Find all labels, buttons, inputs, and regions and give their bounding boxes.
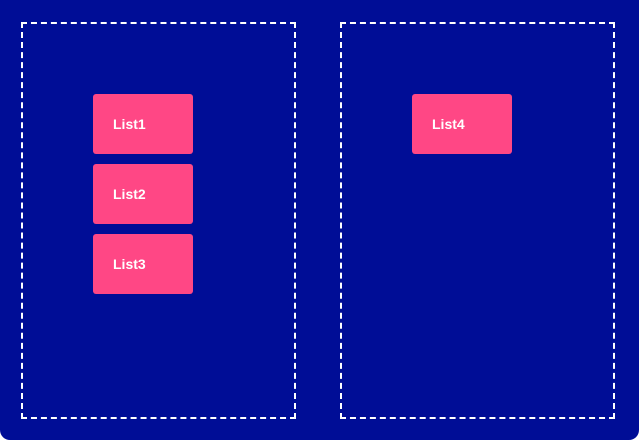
list-card-label: List2 xyxy=(113,186,146,202)
list-card-list1[interactable]: List1 xyxy=(93,94,193,154)
list-card-label: List1 xyxy=(113,116,146,132)
list-card-list2[interactable]: List2 xyxy=(93,164,193,224)
drop-zone-left[interactable] xyxy=(21,22,296,419)
list-card-list3[interactable]: List3 xyxy=(93,234,193,294)
list-card-label: List3 xyxy=(113,256,146,272)
drop-zone-right[interactable] xyxy=(340,22,615,419)
list-card-label: List4 xyxy=(432,116,465,132)
list-card-list4[interactable]: List4 xyxy=(412,94,512,154)
